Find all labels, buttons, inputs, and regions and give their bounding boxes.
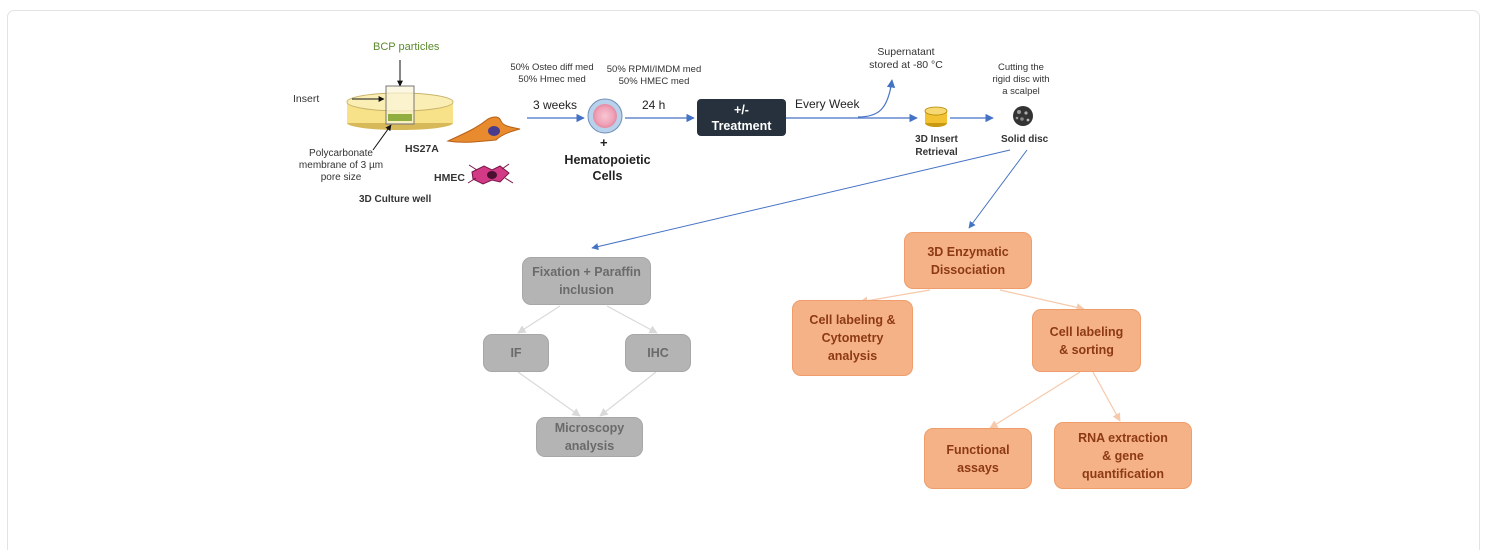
insert-retrieval-label: 3D Insert Retrieval (915, 134, 958, 158)
hematopoietic-label: Hematopoietic Cells (564, 153, 651, 183)
membrane-label: Polycarbonate membrane of 3 µm pore size (298, 148, 384, 183)
membrane-pointer (372, 124, 392, 151)
hours-label: 24 h (642, 98, 666, 112)
arrow-supernatant (857, 79, 896, 118)
supernatant-label: Supernatant stored at -80 °C (869, 46, 943, 71)
solid-disc-label: Solid disc (1001, 134, 1049, 145)
enzymatic-dissociation-box: 3D Enzymatic Dissociation (904, 232, 1032, 289)
insert-label: Insert (293, 93, 320, 105)
arrow-to-functional (989, 371, 1081, 429)
culture-well-illustration (346, 85, 454, 130)
arrow-to-fixation (591, 149, 1011, 250)
microscopy-box: Microscopy analysis (536, 417, 643, 457)
rna-extraction-box: RNA extraction & gene quantification (1054, 422, 1192, 489)
medium1-label: 50% Osteo diff med 50% Hmec med (510, 62, 594, 85)
fixation-paraffin-box: Fixation + Paraffin inclusion (522, 257, 651, 305)
hs27a-label: HS27A (405, 143, 439, 155)
treatment-box: +/- Treatment (697, 99, 786, 136)
ihc-box: IHC (625, 334, 691, 372)
bcp-particles-label: BCP particles (373, 41, 440, 53)
every-week-label: Every Week (795, 97, 860, 111)
arrow-to-enzymatic (968, 149, 1028, 229)
arrow-to-if (517, 305, 561, 334)
hmec-label: HMEC (434, 172, 465, 184)
hematopoietic-cells-icon (587, 98, 623, 134)
sorting-box: Cell labeling & sorting (1032, 309, 1141, 372)
arrow-to-sorting (999, 289, 1085, 312)
if-box: IF (483, 334, 549, 372)
hs27a-cell-icon (446, 116, 521, 143)
arrow-to-rna (1092, 371, 1121, 422)
arrow-ihc-to-microscopy (599, 371, 657, 417)
hmec-cell-icon (467, 163, 514, 185)
functional-assays-box: Functional assays (924, 428, 1032, 489)
arrow-if-to-microscopy (517, 371, 581, 417)
plus-label: + (600, 135, 608, 150)
culture-well-label: 3D Culture well (359, 194, 432, 205)
arrow-to-ihc (606, 305, 658, 334)
insert-retrieval-icon (924, 106, 948, 127)
cytometry-box: Cell labeling & Cytometry analysis (792, 300, 913, 376)
medium2-label: 50% RPMI/IMDM med 50% HMEC med (606, 64, 702, 87)
solid-disc-icon (1013, 106, 1033, 126)
cutting-label: Cutting the rigid disc with a scalpel (992, 62, 1050, 97)
weeks-label: 3 weeks (533, 98, 578, 112)
